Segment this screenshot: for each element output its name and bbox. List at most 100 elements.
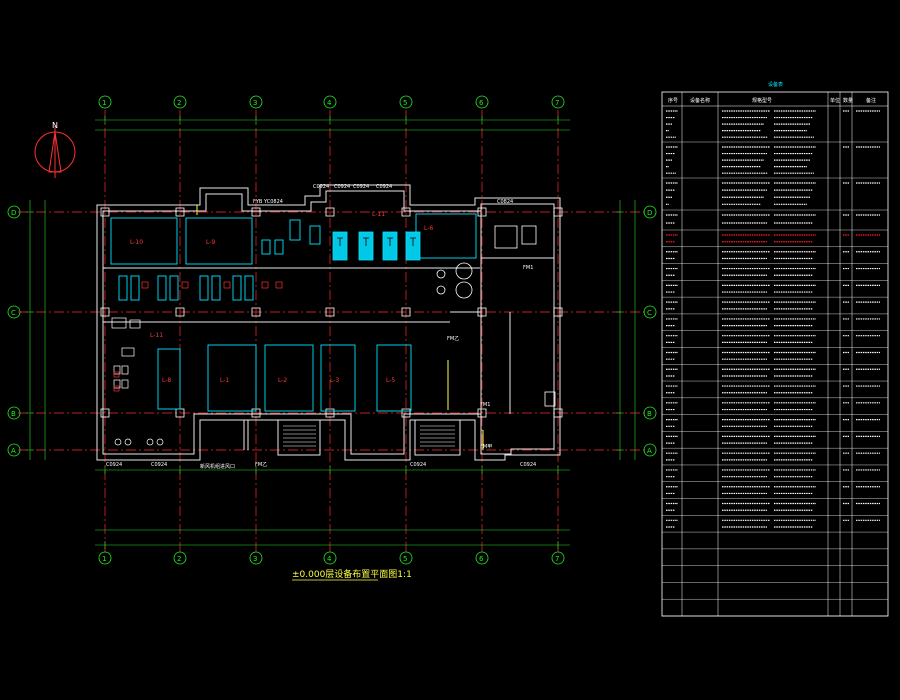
- room-label-l3: L-3: [330, 377, 339, 384]
- table-row[interactable]: [666, 301, 880, 310]
- table-row[interactable]: [666, 284, 880, 293]
- door-label-13: FM乙: [255, 461, 267, 468]
- small-fixtures-left: [111, 317, 164, 446]
- red-devices: [113, 281, 283, 392]
- table-row[interactable]: [666, 402, 880, 411]
- door-label-4: C0924: [353, 184, 369, 190]
- table-row[interactable]: [666, 486, 880, 495]
- table-header-remark: 备注: [866, 97, 876, 104]
- axis-label-top-2: 2: [177, 99, 181, 107]
- table-header-qty: 数量: [843, 97, 853, 104]
- building-walls: [96, 184, 561, 461]
- table-rows: [662, 110, 888, 617]
- table-row[interactable]: [666, 318, 880, 327]
- table-row[interactable]: [666, 351, 880, 360]
- door-label-11: FM1: [480, 402, 490, 408]
- stair-right: [420, 425, 455, 447]
- axis-label-bottom-6: 6: [479, 555, 484, 563]
- axis-label-bottom-3: 3: [253, 555, 257, 563]
- room-label-l5: L-5: [386, 377, 395, 384]
- door-label-15: C0924: [520, 462, 536, 468]
- door-label-3: C0924: [334, 184, 350, 190]
- dimension-lines: [26, 116, 636, 549]
- room-label-l9: L-10: [130, 239, 143, 246]
- door-label-12: FM甲: [480, 444, 492, 450]
- axis-label-top-5: 5: [403, 99, 407, 107]
- table-row[interactable]: [666, 335, 880, 344]
- axis-label-bottom-2: 2: [177, 555, 181, 563]
- table-title: 设备表: [768, 81, 783, 88]
- door-label-14: C0924: [410, 462, 426, 468]
- table-row[interactable]: [666, 234, 880, 243]
- door-label-1: FYB YC0824: [253, 199, 283, 205]
- axis-label-left-c: C: [11, 309, 16, 317]
- table-row[interactable]: [666, 251, 880, 260]
- table-row[interactable]: [666, 110, 880, 138]
- axis-label-left-b: B: [11, 410, 16, 418]
- north-label: N: [52, 121, 58, 130]
- axis-lines: [18, 110, 648, 555]
- cyan-tanks: [332, 231, 421, 261]
- axis-label-right-d: D: [647, 209, 652, 217]
- grid-bubbles-bottom: 1 2 3 4 5 6 7: [98, 551, 565, 565]
- table-row[interactable]: [666, 452, 880, 461]
- axis-label-top-3: 3: [253, 99, 257, 107]
- north-arrow-icon: N: [34, 121, 76, 178]
- door-label-9: C0924: [106, 462, 122, 468]
- axis-label-right-c: C: [647, 309, 652, 317]
- axis-label-right-b: B: [647, 410, 652, 418]
- table-header-no: 序号: [668, 97, 678, 104]
- table-header-spec: 规格型号: [752, 97, 772, 104]
- room-label-l7: L-8: [162, 377, 171, 384]
- axis-label-bottom-1: 1: [102, 555, 106, 563]
- room-label-l6: L-6: [424, 225, 433, 232]
- table-row[interactable]: [666, 419, 880, 427]
- axis-label-bottom-4: 4: [327, 555, 332, 563]
- table-columns: [681, 92, 853, 616]
- stair-left: [283, 425, 316, 447]
- door-label-6: C0824: [497, 199, 513, 205]
- door-label-8: FM乙: [447, 335, 459, 342]
- table-row[interactable]: [666, 214, 880, 224]
- axis-label-top-1: 1: [102, 99, 106, 107]
- drawing-title: ±0.000层设备布置平面图1:1: [292, 568, 412, 580]
- door-label-10: C0924: [151, 462, 167, 468]
- table-row[interactable]: [666, 435, 880, 444]
- table-header-unit: 单位: [830, 97, 840, 104]
- door-label-7: FM1: [523, 265, 533, 271]
- room-label-l10: L-11: [150, 332, 163, 339]
- axis-label-bottom-7: 7: [555, 555, 559, 563]
- equipment-table[interactable]: 设备表 序号 设备名称 规格型号 单位 数量 备注: [661, 81, 889, 617]
- axis-label-right-a: A: [647, 447, 652, 455]
- door-label-5: C0924: [376, 184, 392, 190]
- grid-bubbles-left: D C B A: [7, 205, 21, 457]
- door-label-2: C0924: [313, 184, 329, 190]
- room-label-l1: L-1: [220, 377, 229, 384]
- axis-label-top-6: 6: [479, 99, 484, 107]
- axis-label-top-7: 7: [555, 99, 559, 107]
- axis-label-bottom-5: 5: [403, 555, 407, 563]
- grid-bubbles-top: 1 2 3 4 5 6 7: [98, 95, 565, 109]
- tank-marks: [337, 237, 416, 246]
- table-row[interactable]: [666, 146, 880, 174]
- axis-label-left-a: A: [11, 447, 16, 455]
- table-row[interactable]: [666, 267, 880, 276]
- room-label-l11: L-11: [372, 211, 385, 218]
- table-row[interactable]: [666, 502, 880, 511]
- table-row[interactable]: [666, 182, 880, 205]
- table-row[interactable]: [666, 519, 880, 528]
- equipment[interactable]: [110, 213, 477, 412]
- yellow-accents: [196, 205, 484, 450]
- axis-label-left-d: D: [11, 209, 16, 217]
- pumps-right: [436, 225, 556, 407]
- axis-label-top-4: 4: [327, 99, 332, 107]
- table-header-name: 设备名称: [690, 97, 710, 104]
- table-row[interactable]: [666, 385, 880, 394]
- room-label-l8: L-9: [206, 239, 215, 246]
- room-label-l2: L-2: [278, 377, 287, 384]
- table-row[interactable]: [666, 368, 880, 377]
- table-row[interactable]: [666, 469, 880, 478]
- table-header: 序号 设备名称 规格型号 单位 数量 备注: [662, 97, 888, 107]
- intake-note: 新风机组进风口: [200, 463, 235, 470]
